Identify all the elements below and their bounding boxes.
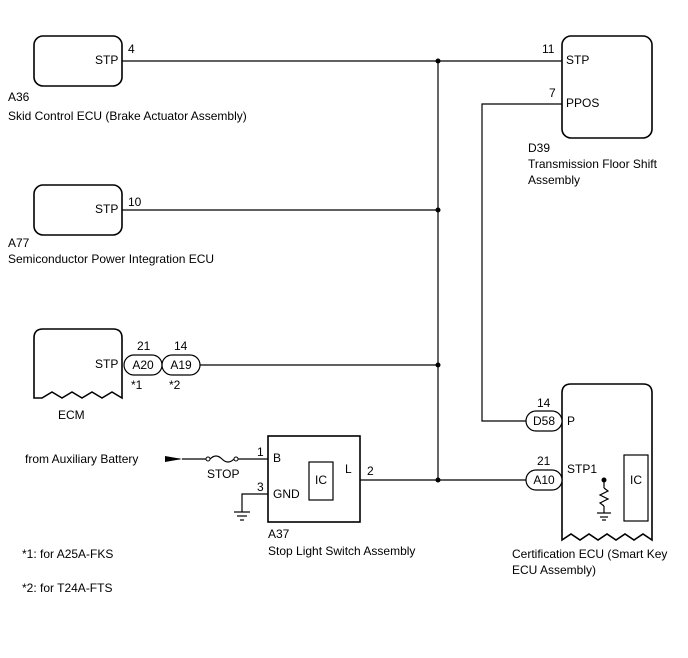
- junction-dot: [435, 58, 441, 64]
- d39-name-line2: Assembly: [528, 173, 580, 187]
- component-ecm: STP A20 A19 21 14 *1 *2 ECM: [33, 328, 201, 422]
- cert-pin-p-number: 14: [537, 396, 551, 410]
- cert-name-line2: ECU Assembly): [512, 563, 596, 577]
- a37-pin-b-number: 1: [257, 445, 264, 459]
- arrow-icon: [165, 456, 182, 462]
- junction-dot: [435, 207, 441, 213]
- footnote-2: *2: for T24A-FTS: [22, 581, 112, 595]
- a77-pin-number: 10: [128, 195, 142, 209]
- d39-pin2-label: PPOS: [566, 96, 599, 110]
- cert-ic-box: [623, 454, 649, 522]
- ecm-pin-number-a19: 14: [174, 339, 188, 353]
- ecm-pin-number-a20: 21: [137, 339, 151, 353]
- a77-name: Semiconductor Power Integration ECU: [8, 252, 214, 266]
- a37-pin-gnd-number: 3: [257, 480, 264, 494]
- a36-box: [33, 35, 123, 87]
- component-certification-ecu: D58 14 P A10 21 STP1 IC Certification EC…: [512, 383, 667, 577]
- connector-a19: [161, 354, 201, 376]
- cert-ic-label: IC: [630, 473, 642, 487]
- ecm-note-a20: *1: [131, 378, 143, 392]
- fuse-icon: [209, 455, 235, 463]
- cert-name-line1: Certification ECU (Smart Key: [512, 547, 667, 561]
- a37-pin-l-label: L: [345, 462, 352, 476]
- cert-pin-stp1-label: STP1: [567, 462, 597, 476]
- a37-code: A37: [268, 527, 290, 541]
- a77-code: A77: [8, 236, 30, 250]
- resistor-icon: [598, 487, 610, 507]
- ecm-box: [33, 328, 123, 400]
- a37-ic-box: [308, 461, 334, 501]
- d39-code: D39: [528, 141, 550, 155]
- connector-a19-label: A19: [170, 358, 192, 372]
- d39-pin1-number: 11: [542, 42, 555, 56]
- component-a77: STP 10 A77 Semiconductor Power Integrati…: [8, 184, 214, 266]
- a36-pin-number: 4: [128, 42, 135, 56]
- junction-dot: [435, 362, 441, 368]
- connector-a10: [525, 469, 563, 491]
- d39-box: [561, 35, 653, 139]
- d39-pin1-label: STP: [566, 53, 589, 67]
- ecm-name: ECM: [58, 408, 85, 422]
- a36-code: A36: [8, 90, 30, 104]
- a37-ic-label: IC: [315, 473, 327, 487]
- wires: [122, 58, 624, 521]
- connector-d58-label: D58: [533, 414, 555, 428]
- wire-gnd: [241, 493, 268, 512]
- a37-pin-b-label: B: [273, 451, 281, 465]
- a36-name: Skid Control ECU (Brake Actuator Assembl…: [8, 109, 247, 123]
- a37-name: Stop Light Switch Assembly: [268, 544, 415, 558]
- a37-pin-l-number: 2: [367, 464, 374, 478]
- d39-pin2-number: 7: [549, 86, 556, 100]
- ecm-note-a19: *2: [169, 378, 181, 392]
- connector-a10-label: A10: [533, 473, 555, 487]
- a36-pin-label: STP: [95, 53, 118, 67]
- component-d39: STP 11 PPOS 7 D39 Transmission Floor Shi…: [528, 35, 658, 187]
- ecm-pin-label: STP: [95, 357, 118, 371]
- component-a37: B 1 GND 3 IC L 2 A37 Stop Light Switch A…: [257, 435, 415, 558]
- connector-d58: [525, 410, 563, 432]
- cert-pin-stp1-number: 21: [537, 454, 551, 468]
- junction-dot: [435, 477, 441, 483]
- component-a36: STP 4 A36 Skid Control ECU (Brake Actuat…: [8, 35, 247, 123]
- fuse-terminal-icon: [233, 456, 239, 462]
- wire-ppos-p: [481, 103, 562, 422]
- d39-name-line1: Transmission Floor Shift: [528, 157, 658, 171]
- battery-source-label: from Auxiliary Battery: [25, 452, 138, 466]
- a77-box: [33, 184, 123, 236]
- a77-pin-label: STP: [95, 202, 118, 216]
- footnote-1: *1: for A25A-FKS: [22, 547, 113, 561]
- a37-pin-gnd-label: GND: [273, 487, 300, 501]
- fuse-label: STOP: [207, 467, 239, 481]
- connector-a20-label: A20: [132, 358, 154, 372]
- cert-pin-p-label: P: [567, 414, 575, 428]
- fuse-terminal-icon: [205, 456, 211, 462]
